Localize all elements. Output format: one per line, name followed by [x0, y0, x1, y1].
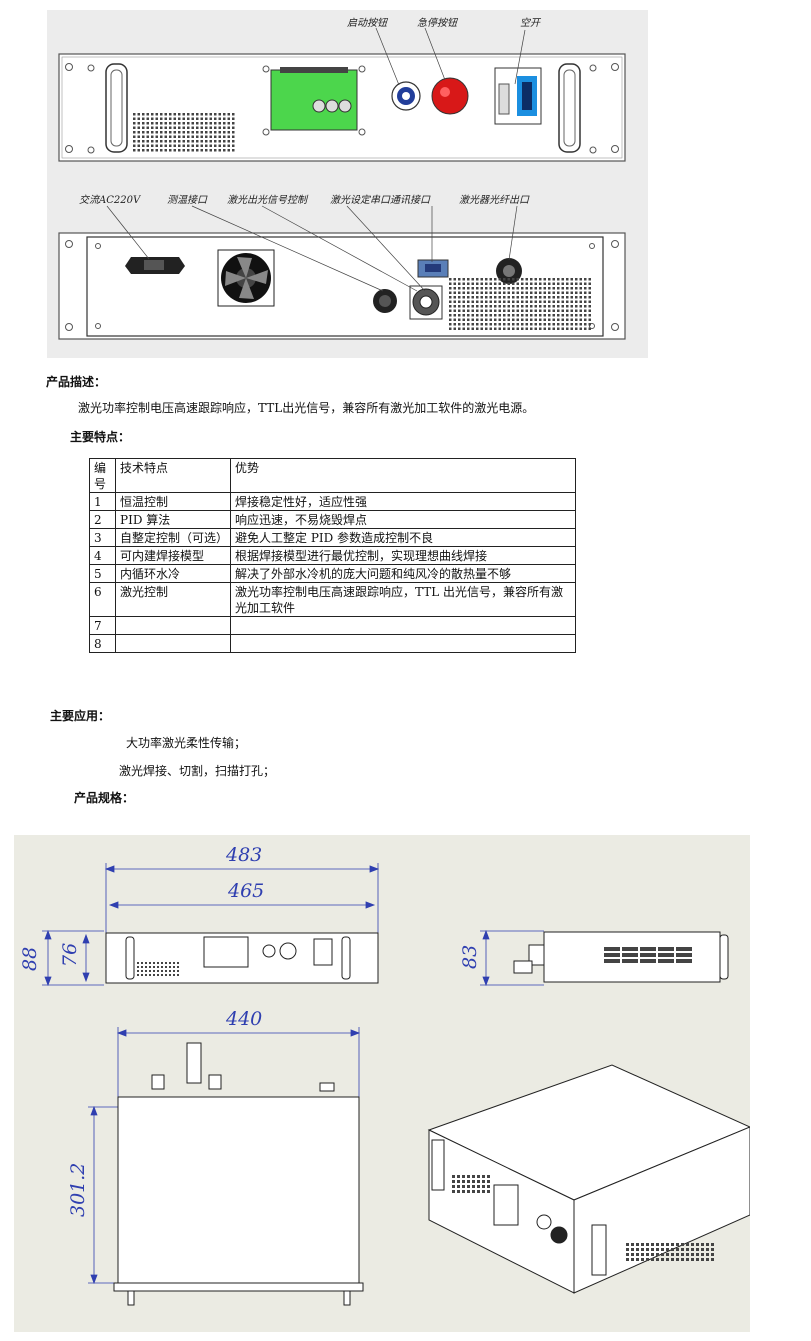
dim-body-width: 465 [227, 880, 264, 902]
callout-emergency-stop: 急停按钮 [417, 17, 459, 29]
header-num: 编号 [89, 458, 116, 493]
dim-overall-width: 483 [225, 844, 262, 866]
table-cell-feature [115, 634, 231, 653]
table-cell-num: 7 [89, 616, 116, 635]
panel-svg: 启动按钮 急停按钮 空开 交流AC220V [58, 17, 626, 340]
dim-height-body: 76 [59, 943, 81, 967]
features-heading: 主要特点： [70, 430, 131, 444]
table-cell-feature: 可内建焊接模型 [115, 546, 231, 565]
left-handle [105, 63, 128, 153]
table-cell-feature: 恒温控制 [115, 492, 231, 511]
table-row: 8 [89, 634, 576, 653]
table-cell-advantage: 根据焊接模型进行最优控制，实现理想曲线焊接 [230, 546, 576, 565]
table-cell-advantage [230, 616, 576, 635]
dim-vents [137, 947, 714, 1261]
table-cell-advantage: 响应迅速，不易烧毁焊点 [230, 510, 576, 529]
table-cell-num: 1 [89, 492, 116, 511]
table-cell-feature: 自整定控制（可选） [115, 528, 231, 547]
application-item: 大功率激光柔性传输； [126, 736, 247, 750]
table-header-row: 编号 技术特点 优势 [89, 458, 576, 493]
header-advantage: 优势 [230, 458, 576, 493]
applications-heading: 主要应用： [50, 709, 111, 723]
callout-start-button: 启动按钮 [347, 17, 389, 29]
dim-depth: 301.2 [67, 1163, 89, 1217]
table-row: 7 [89, 616, 576, 635]
table-cell-advantage: 激光功率控制电压高速跟踪响应，TTL 出光信号，兼容所有激光加工软件 [230, 582, 576, 617]
application-item: 激光焊接、切割，扫描打孔； [119, 764, 276, 778]
estop-drawing [431, 77, 469, 115]
callout-air-switch: 空开 [520, 17, 542, 29]
table-cell-num: 5 [89, 564, 116, 583]
dim-side-height: 83 [459, 945, 481, 969]
table-cell-feature: 激光控制 [115, 582, 231, 617]
callout-ac-input: 交流AC220V [79, 194, 142, 206]
table-cell-advantage: 解决了外部水冷机的庞大问题和纯风冷的散热量不够 [230, 564, 576, 583]
callout-laser-signal: 激光出光信号控制 [227, 194, 309, 206]
table-cell-num: 8 [89, 634, 116, 653]
callout-temp-port: 测温接口 [167, 194, 208, 206]
description-text: 激光功率控制电压高速跟踪响应，TTL出光信号，兼容所有激光加工软件的激光电源。 [78, 401, 535, 415]
description-heading: 产品描述： [46, 375, 107, 389]
front-vent [133, 113, 235, 152]
dim-height-overall: 88 [19, 947, 41, 971]
header-feature: 技术特点 [115, 458, 231, 493]
dimension-drawing: 483 465 88 76 83 440 301.2 [14, 835, 750, 1332]
table-cell-num: 6 [89, 582, 116, 617]
rear-panel [58, 232, 626, 340]
table-cell-advantage [230, 634, 576, 653]
table-cell-advantage: 避免人工整定 PID 参数造成控制不良 [230, 528, 576, 547]
top-view [117, 1096, 360, 1284]
table-cell-num: 3 [89, 528, 116, 547]
table-cell-feature: PID 算法 [115, 510, 231, 529]
table-cell-num: 4 [89, 546, 116, 565]
rear-vent [449, 278, 591, 330]
callout-serial-port: 激光设定串口通讯接口 [330, 194, 431, 206]
right-handle [558, 63, 581, 153]
dim-top-width: 440 [225, 1008, 262, 1030]
panel-drawing: 启动按钮 急停按钮 空开 交流AC220V [47, 10, 648, 358]
table-cell-num: 2 [89, 510, 116, 529]
table-cell-feature [115, 616, 231, 635]
table-cell-feature: 内循环水冷 [115, 564, 231, 583]
table-cell-advantage: 焊接稳定性好，适应性强 [230, 492, 576, 511]
dimension-svg: 483 465 88 76 83 440 301.2 [19, 844, 750, 1306]
callout-fiber-output: 激光器光纤出口 [459, 194, 530, 206]
specs-heading: 产品规格： [74, 791, 135, 805]
